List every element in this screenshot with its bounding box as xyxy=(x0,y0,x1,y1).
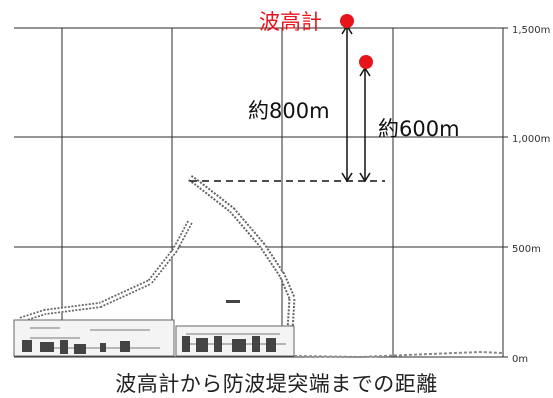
wave-meter-label: 波高計 xyxy=(259,10,322,34)
shoreline xyxy=(293,350,504,359)
scale-labels: 1,500m 1,000m 500m 0m xyxy=(512,25,550,365)
second-point xyxy=(359,55,373,69)
diagram-caption: 波高計から防波堤突端までの距離 xyxy=(115,372,438,396)
distance-arrows xyxy=(341,24,371,183)
scale-label-1500: 1,500m xyxy=(512,25,550,36)
scale-label-500: 500m xyxy=(512,244,541,255)
grid xyxy=(14,27,508,358)
scale-label-1000: 1,000m xyxy=(512,134,550,145)
harbor-structure xyxy=(13,175,504,359)
wave-meter-point xyxy=(340,14,354,28)
distance-label-800m: 約800m xyxy=(248,99,330,123)
distance-label-600m: 約600m xyxy=(378,117,460,141)
breakwater-long xyxy=(188,175,296,331)
scale-label-0: 0m xyxy=(512,354,528,365)
breakwater-short xyxy=(19,220,193,323)
